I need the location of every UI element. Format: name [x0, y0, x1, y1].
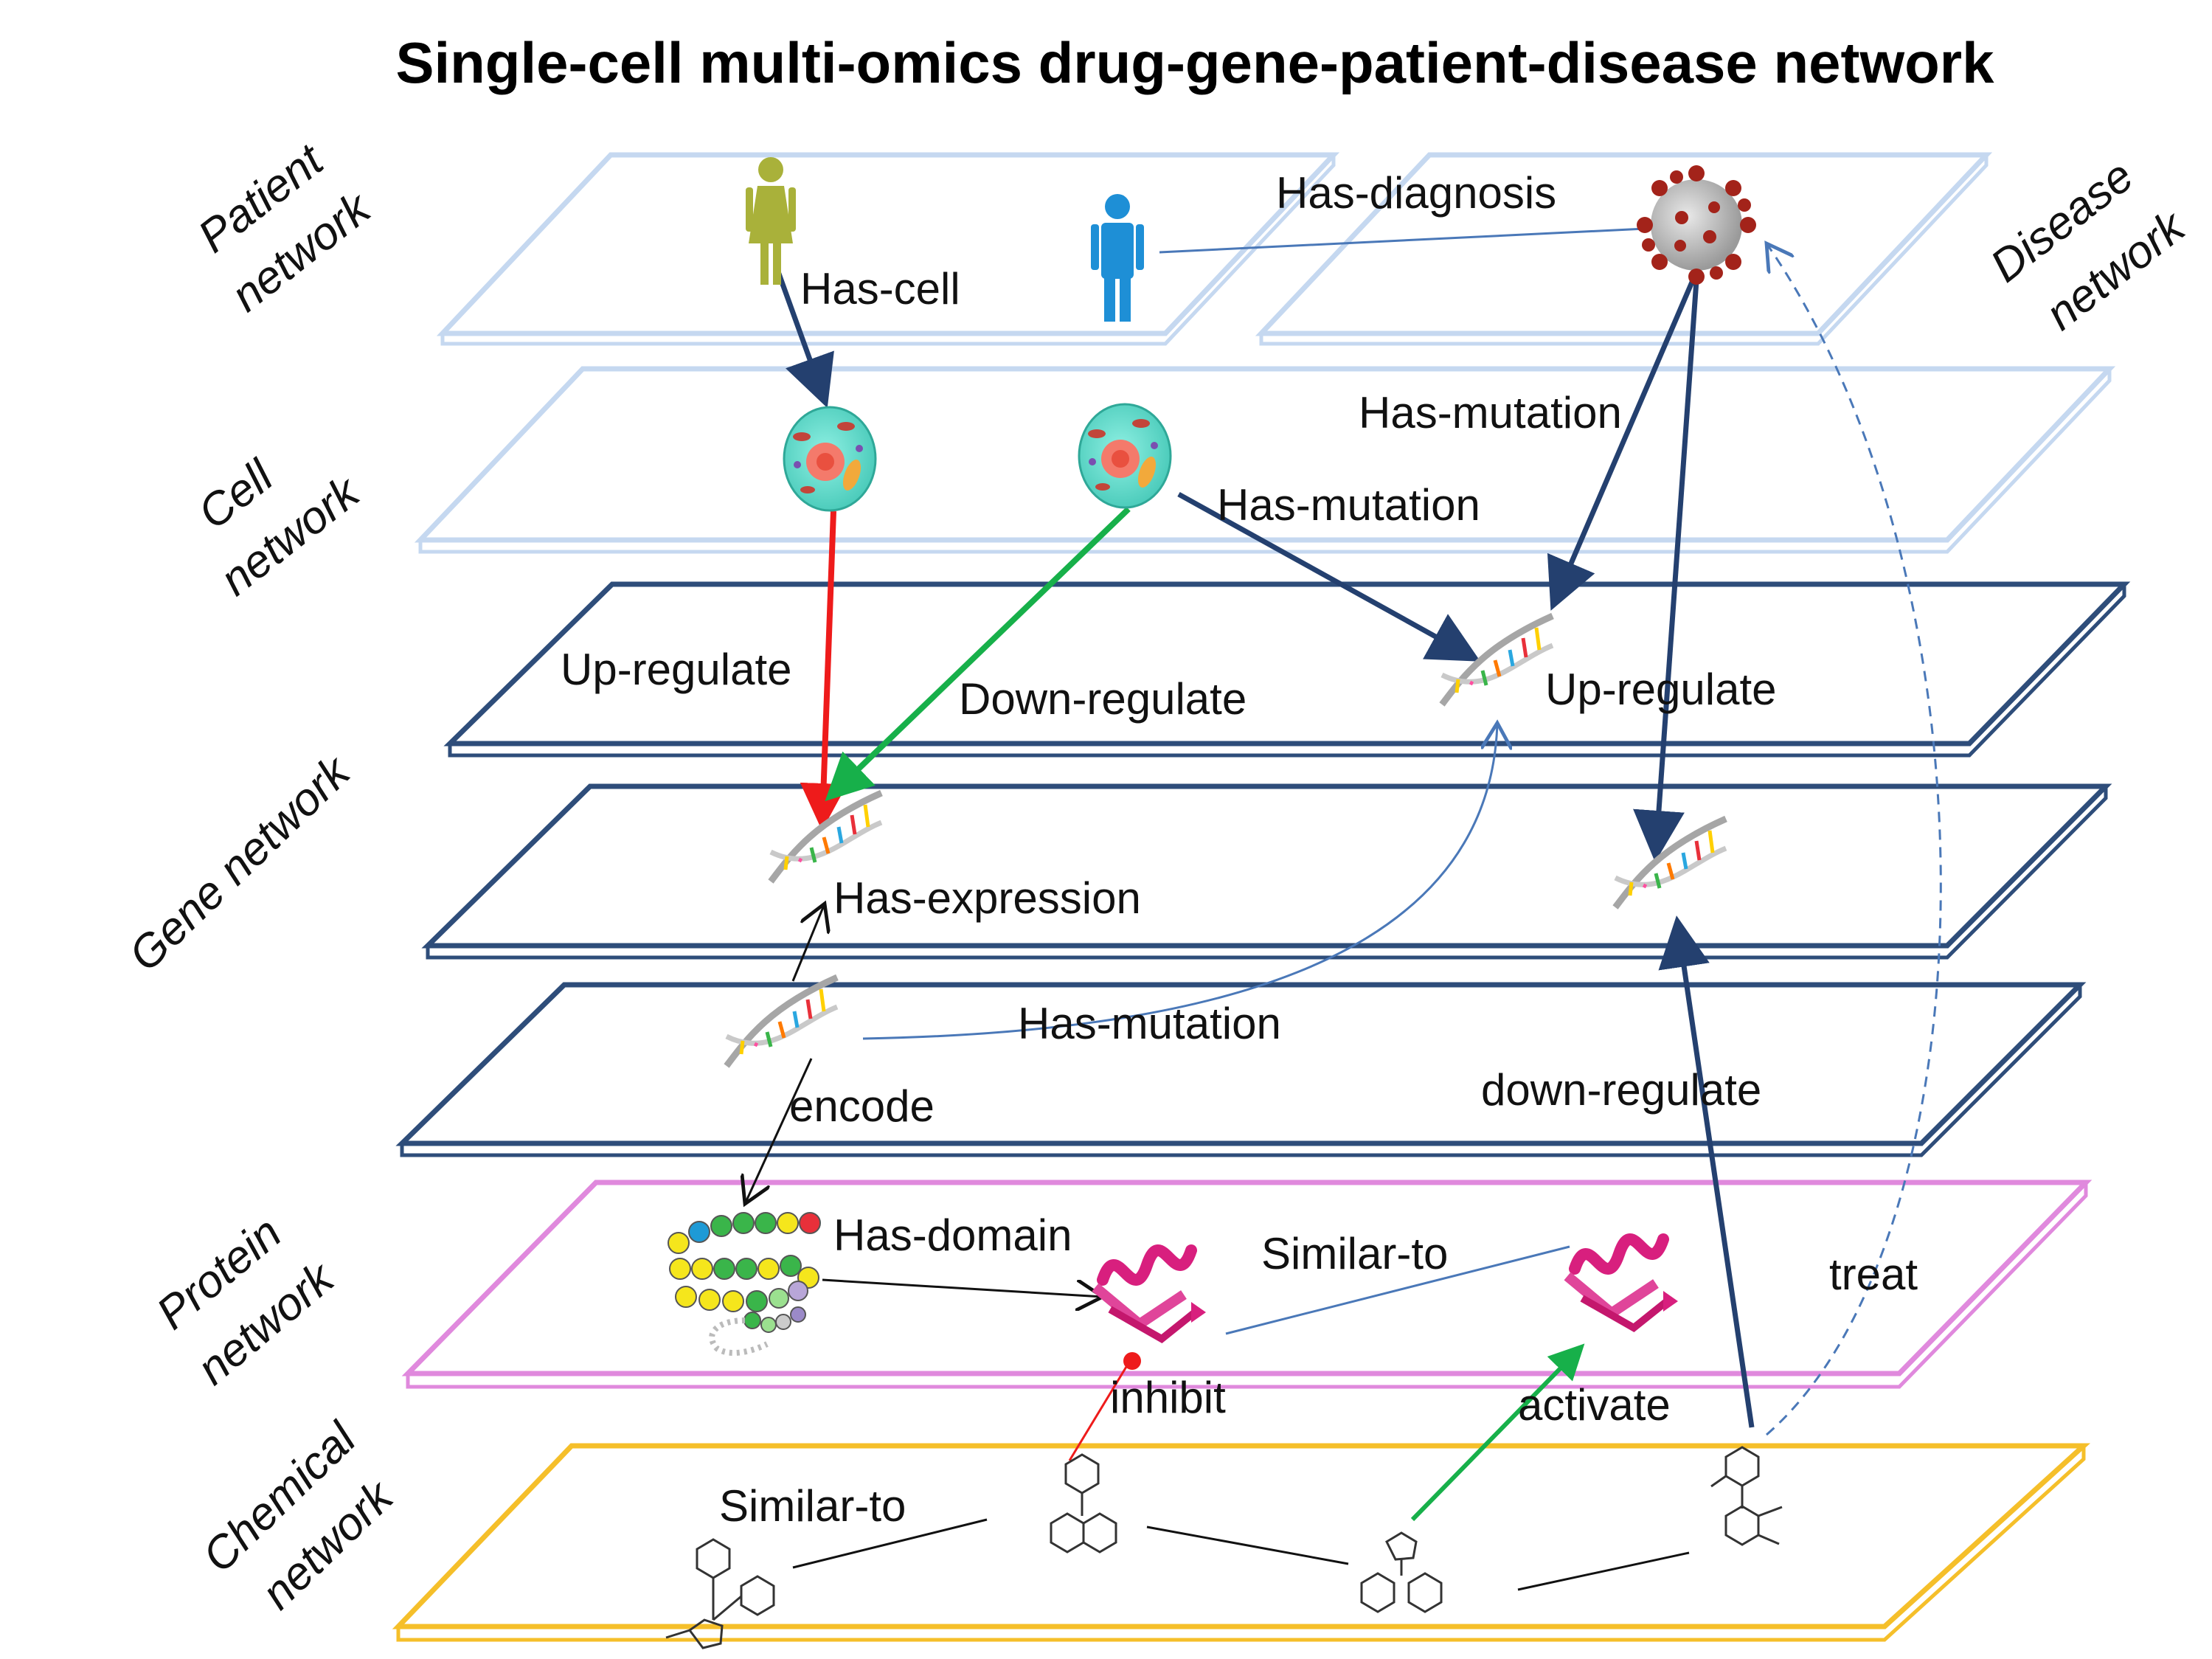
chemical-similar-edge-2 [1146, 1525, 1349, 1565]
protein-structure-icon [1567, 1239, 1678, 1328]
encode-label: encode [789, 1081, 935, 1131]
treat-label: treat [1829, 1250, 1918, 1299]
has-cell-label: Has-cell [800, 264, 960, 314]
gene-plane-2 [421, 783, 2112, 960]
activate-edge [1410, 1343, 1585, 1522]
has-domain-edge [822, 1278, 1103, 1297]
patient-plane [436, 152, 1340, 346]
gene-plane-3 [395, 982, 2087, 1157]
svg-text:Gene network: Gene network [119, 745, 361, 981]
activate-label: activate [1518, 1380, 1671, 1430]
chemical-plane [392, 1443, 2091, 1642]
cell-has-mutation-edge [1177, 491, 1481, 662]
up-regulate-left-label: Up-regulate [561, 645, 792, 694]
drug-down-regulate-edge [1658, 915, 1755, 1428]
molecule-icon [1050, 1453, 1117, 1554]
protein-plane [401, 1180, 2093, 1389]
protein-network-label: Protein network [148, 1208, 345, 1395]
cell-has-mutation-label: Has-mutation [1217, 480, 1480, 530]
cell-icon [1078, 403, 1172, 509]
encode-edge [745, 1058, 813, 1204]
dna-icon [727, 977, 837, 1066]
male-patient-icon [1091, 194, 1144, 322]
up-regulate-edge [800, 510, 847, 831]
chemical-network-label: Chemical network [193, 1412, 404, 1619]
dna-icon [771, 793, 881, 882]
has-expression-label: Has-expression [833, 873, 1141, 923]
protein-structure-icon [1095, 1250, 1206, 1339]
drug-down-regulate-label: down-regulate [1481, 1065, 1761, 1115]
molecule-icon [665, 1538, 775, 1649]
has-diagnosis-edge [1159, 227, 1646, 254]
down-regulate-cell-label: Down-regulate [959, 674, 1247, 724]
down-regulate-edge [825, 507, 1131, 802]
inhibit-label: inhibit [1110, 1373, 1226, 1422]
chemical-similar-edge-3 [1517, 1551, 1690, 1591]
disease-plane [1255, 152, 1993, 346]
inhibit-edge [1068, 1362, 1130, 1461]
virus-icon [1637, 165, 1756, 285]
gene-plane-1 [443, 581, 2131, 758]
treat-edge [1767, 243, 1942, 1436]
gene-has-mutation-edge [862, 723, 1497, 1040]
female-patient-icon [746, 157, 796, 285]
cell-network-label: Cell network [189, 450, 370, 606]
protein-similar-to-label: Similar-to [1261, 1229, 1448, 1278]
chemical-similar-edge-1 [792, 1518, 988, 1569]
molecule-icon [1360, 1531, 1443, 1613]
protein-similar-to-edge [1225, 1245, 1570, 1335]
patient-network-label: Patient network [189, 134, 381, 322]
disease-to-gene-edge [1633, 280, 1699, 862]
has-cell-edge [773, 264, 834, 409]
has-domain-label: Has-domain [833, 1211, 1072, 1260]
gene-has-mutation-label: Has-mutation [1018, 999, 1281, 1048]
chemical-similar-to-label: Similar-to [719, 1481, 906, 1531]
up-regulate-right-label: Up-regulate [1545, 665, 1777, 714]
disease-network-label: Disease network [1981, 150, 2196, 340]
has-diagnosis-label: Has-diagnosis [1276, 168, 1556, 218]
amino-acid-chain-icon [668, 1212, 821, 1356]
gene-network-label: Gene network [119, 745, 361, 981]
cell-plane [414, 366, 2116, 554]
inhibit-endpoint [1123, 1352, 1141, 1370]
has-expression-edge [791, 904, 825, 982]
page-title: Single-cell multi-omics drug-gene-patien… [395, 30, 1994, 95]
dna-icon [1442, 616, 1553, 704]
disease-has-mutation-label: Has-mutation [1359, 388, 1622, 437]
cell-icon [783, 406, 877, 512]
dna-icon [1615, 819, 1726, 907]
molecule-icon [1710, 1446, 1783, 1546]
disease-has-mutation-edge [1547, 279, 1696, 611]
